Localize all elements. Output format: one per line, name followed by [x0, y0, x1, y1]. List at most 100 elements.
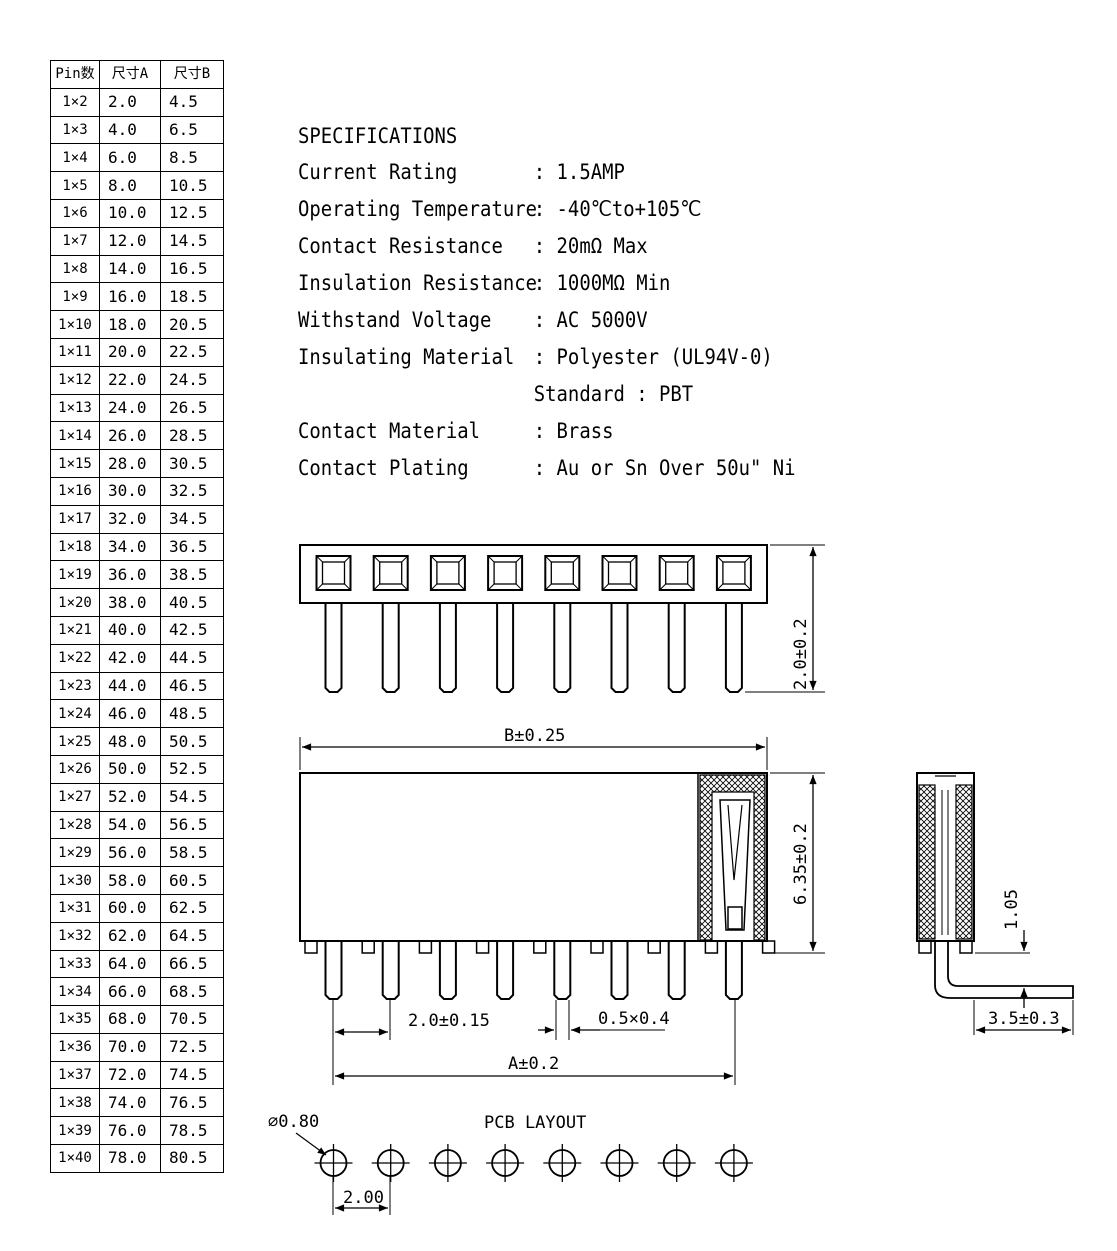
pin-count-cell: 1×2 [50, 87, 100, 117]
pin-count-cell: 1×38 [50, 1088, 100, 1118]
dim-side-length: 3.5±0.3 [988, 1009, 1060, 1029]
spec-value: : 1.5AMP [533, 160, 625, 184]
dim-a-cell: 62.0 [99, 921, 161, 951]
pin-count-cell: 1×34 [50, 977, 100, 1007]
front-view [299, 737, 825, 1085]
spec-value: : -40℃to+105℃ [533, 197, 702, 221]
top-pin [667, 603, 686, 693]
spec-value: Standard : PBT [533, 382, 694, 406]
dim-b-cell: 16.5 [160, 254, 224, 284]
dim-a-cell: 4.0 [99, 115, 161, 145]
contact-window [487, 555, 524, 591]
bottom-pin [438, 941, 457, 1000]
top-pin [381, 603, 400, 693]
pcb-hole [428, 1144, 467, 1182]
spec-value: : Brass [533, 419, 614, 443]
contact-window [429, 555, 466, 591]
dim-b-cell: 78.5 [160, 1116, 224, 1146]
spec-row-contact-resistance: Contact Resistance : 20mΩ Max [298, 228, 796, 265]
spec-label: Contact Resistance [298, 234, 503, 258]
dim-b-cell: 80.5 [160, 1144, 224, 1173]
top-pin [610, 603, 629, 693]
dim-b-cell: 38.5 [160, 560, 224, 590]
dim-width-b: B±0.25 [504, 726, 565, 746]
pin-count-cell: 1×19 [50, 560, 100, 590]
dim-b-cell: 24.5 [160, 365, 224, 395]
dim-pitch: 2.0±0.15 [408, 1011, 490, 1031]
bottom-pin [381, 941, 400, 1000]
pin-count-cell: 1×10 [50, 310, 100, 339]
top-view-body [299, 544, 768, 604]
dim-a-cell: 10.0 [99, 198, 161, 228]
spec-value: : 20mΩ Max [533, 234, 648, 258]
spec-label: Insulation Resistance [298, 271, 537, 295]
housing-section-hatch [699, 774, 766, 941]
pin-count-cell: 1×23 [50, 671, 100, 701]
top-pin [724, 603, 743, 693]
spec-row-current: Current Rating : 1.5AMP [298, 154, 796, 191]
bottom-pin [610, 941, 629, 1000]
dim-a-cell: 8.0 [99, 171, 161, 200]
dim-a-cell: 68.0 [99, 1005, 161, 1034]
bottom-pin [724, 941, 743, 1000]
standoff [647, 940, 661, 954]
dim-b-cell: 46.5 [160, 671, 224, 701]
dim-b-cell: 14.5 [160, 226, 224, 256]
standoff [418, 940, 433, 954]
bottom-pin [667, 941, 686, 1000]
dim-b-cell: 48.5 [160, 699, 224, 729]
table-header-row: Pin数 尺寸A 尺寸B [50, 60, 224, 89]
dim-a-cell: 38.0 [99, 588, 161, 617]
dim-side-offset: 1.05 [1002, 889, 1022, 930]
top-view [299, 544, 825, 693]
dim-a-cell: 18.0 [99, 310, 161, 339]
dim-height-side: 6.35±0.2 [791, 823, 811, 905]
pin-count-cell: 1×35 [50, 1005, 100, 1034]
bottom-pins [324, 941, 743, 1000]
pin-count-cell: 1×15 [50, 449, 100, 478]
spec-row-contact-plating: Contact Plating : Au or Sn Over 50u" Ni [298, 450, 796, 487]
dim-a-cell: 78.0 [99, 1144, 161, 1173]
pin-count-cell: 1×3 [50, 115, 100, 145]
pin-count-cell: 1×11 [50, 337, 100, 367]
dim-a-cell: 74.0 [99, 1088, 161, 1118]
spec-value: : Polyester (UL94V-0) [533, 345, 773, 369]
spec-row-contact-material: Contact Material : Brass [298, 413, 796, 450]
pin-count-cell: 1×21 [50, 615, 100, 645]
dim-a-cell: 42.0 [99, 643, 161, 673]
side-view-body [916, 772, 975, 942]
specs-title: SPECIFICATIONS [298, 124, 458, 148]
front-view-body [299, 772, 768, 942]
top-view-contacts [315, 555, 752, 693]
spec-row-temperature: Operating Temperature : -40℃to+105℃ [298, 191, 796, 228]
pcb-hole [714, 1144, 753, 1182]
standoff [761, 940, 776, 954]
pin-count-cell: 1×27 [50, 782, 100, 812]
pcb-hole [543, 1144, 582, 1182]
spec-label: Operating Temperature [298, 197, 537, 221]
standoff [704, 940, 719, 954]
dim-a-cell: 64.0 [99, 949, 161, 979]
dim-width-a: A±0.2 [508, 1054, 559, 1074]
contact-spring [719, 799, 751, 931]
spec-value: : Au or Sn Over 50u" Ni [533, 456, 796, 480]
dim-b-cell: 42.5 [160, 615, 224, 645]
spec-row-insulating-material: Insulating Material : Polyester (UL94V-0… [298, 339, 796, 376]
pcb-hole [657, 1144, 696, 1182]
spec-label: Insulating Material [298, 345, 515, 369]
